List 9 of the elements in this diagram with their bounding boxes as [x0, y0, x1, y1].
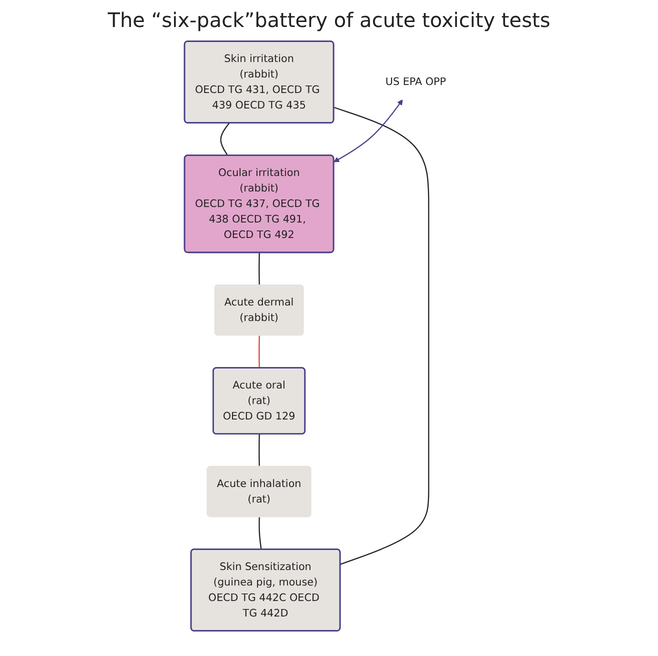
diagram-title: The “six-pack”battery of acute toxicity tests — [106, 8, 552, 32]
connector — [334, 106, 430, 565]
connector — [258, 434, 260, 467]
node-text: US EPA OPP — [385, 76, 446, 88]
connector — [258, 517, 262, 550]
connector — [258, 336, 260, 368]
connector — [220, 122, 230, 156]
arrow — [334, 99, 403, 162]
connector — [258, 252, 260, 286]
